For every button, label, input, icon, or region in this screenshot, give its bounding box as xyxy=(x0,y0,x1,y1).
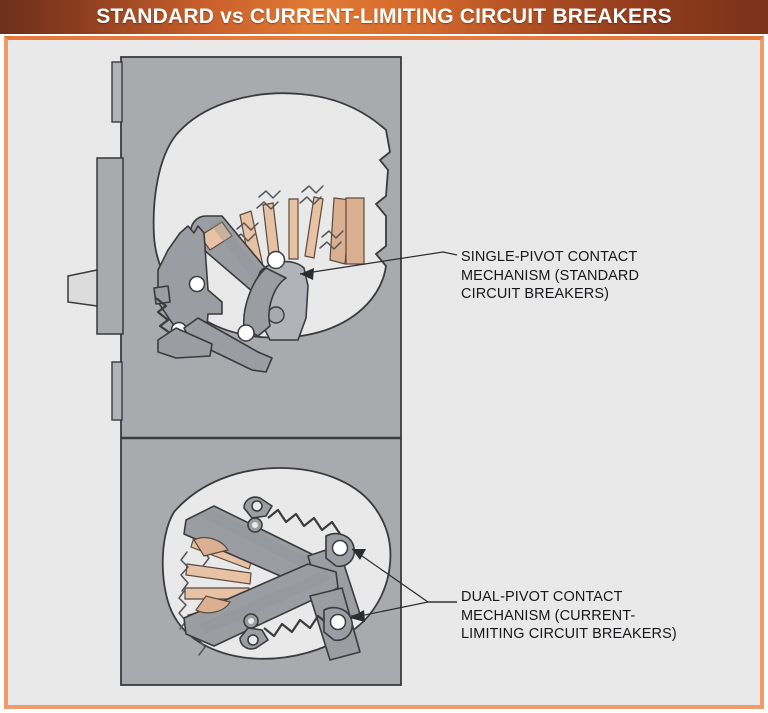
leader-line-lower xyxy=(349,548,457,622)
dual-pivot-mechanism xyxy=(161,467,392,661)
leader-lines xyxy=(299,251,458,622)
page-title: STANDARD vs CURRENT-LIMITING CIRCUIT BRE… xyxy=(96,5,672,28)
callout-single-pivot: SINGLE-PIVOT CONTACT MECHANISM (STANDARD… xyxy=(461,249,640,303)
content-frame: .outline { stroke:#3a3b3d; stroke-width:… xyxy=(4,36,764,709)
single-pivot-mechanism xyxy=(152,92,391,373)
title-bar: STANDARD vs CURRENT-LIMITING CIRCUIT BRE… xyxy=(0,0,768,34)
spring-assembly-upper-lower-panel xyxy=(243,496,356,568)
dual-pivot-hole-lower xyxy=(329,613,347,631)
spring-assembly-lower-lower-panel xyxy=(239,606,354,650)
main-pivot-hole xyxy=(266,250,286,270)
callout-dual-pivot: DUAL-PIVOT CONTACT MECHANISM (CURRENT- L… xyxy=(461,589,677,643)
diagram-stage: .outline { stroke:#3a3b3d; stroke-width:… xyxy=(8,40,768,713)
leader-line-upper xyxy=(299,251,458,280)
arc-symbols-upper xyxy=(233,185,344,250)
pivot-link-upper xyxy=(242,267,287,337)
dual-pivot-hole-upper xyxy=(331,539,349,557)
breaker-left-fittings xyxy=(67,61,124,421)
